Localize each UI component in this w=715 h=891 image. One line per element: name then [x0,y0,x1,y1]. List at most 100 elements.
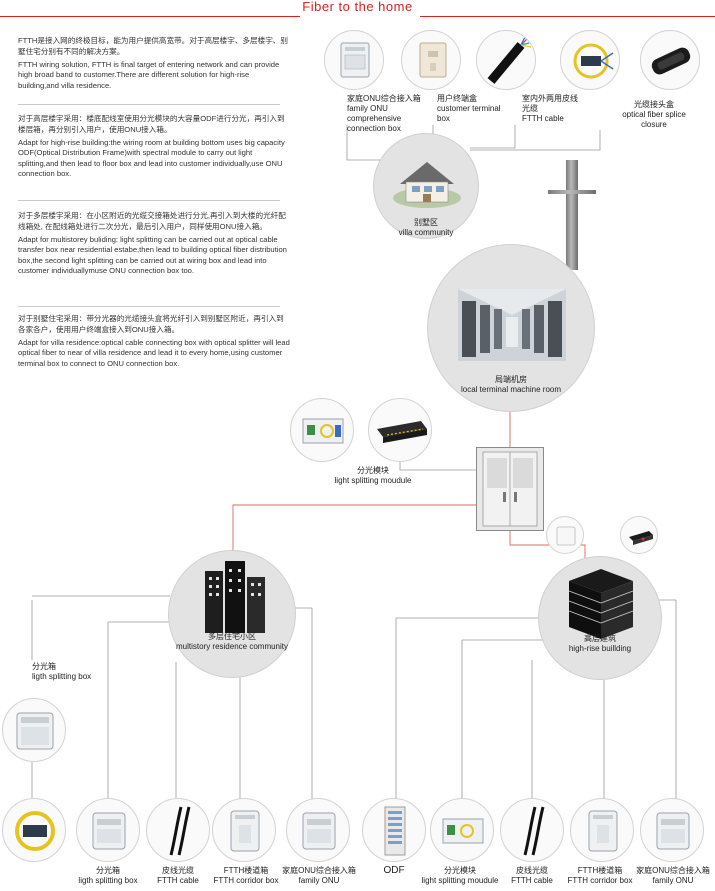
villa-house-icon [393,162,461,208]
rack-odf-icon [384,806,406,856]
bottom-odf-thumb [362,798,426,862]
cable-reel-icon [487,36,532,84]
multistory-cn: 多层住宅小区 [208,632,256,641]
onu-box-icon [340,42,370,78]
bottom-cable-thumb [146,798,210,862]
intro-en: FTTH wiring solution, FTTH is final targ… [18,60,280,90]
splice-closure-icon [651,47,691,75]
bottom-splitter-module-thumb [430,798,494,862]
bottom-label-en: FTTH corridor box [213,876,279,885]
multistory-cn: 对于多层楼宇采用：在小区附近的光缆交接箱处进行分光,再引入到大楼的光纤配线箱处,… [18,211,286,231]
splitting-module-cn: 分光模块 [357,466,389,475]
bottom-onu-thumb [286,798,350,862]
separator [18,306,280,307]
apartment-buildings-icon [205,561,265,633]
local-room-cn: 局端机房 [495,375,527,384]
highrise-block: 对于高层楼宇采用：楼底配线室使用分光模块的大容量ODF进行分光，再引入到楼层箱，… [18,114,290,179]
cable-label: 室内外两用皮线光缆 FTTH cable [522,94,582,124]
connector-line [346,125,388,161]
cable-reel-icon [169,806,191,856]
bottom-label: 分光箱 ligth splitting box [70,866,146,886]
villa-community-label: 别墅区 villa community [373,218,479,238]
onu-box-label: 家庭ONU综合接入箱 family ONU comprehensive conn… [347,94,439,134]
onu-box-icon [302,812,336,850]
bottom-onu-thumb-2 [640,798,704,862]
red-connector [509,530,586,560]
header-rule-right [420,16,715,17]
cabinet-box [476,447,544,531]
separator [18,104,280,105]
bottom-label-cn: 家庭ONU综合接入箱 [282,866,356,875]
terminal-box-icon [419,42,447,78]
header-rule-left [0,16,300,17]
local-room-en: local terminal machine room [460,385,562,394]
separator [18,200,280,201]
bottom-label: 家庭ONU综合接入箱 family ONU [632,866,714,886]
bottom-label: FTTH楼道箱 FTTH corridor box [560,866,640,886]
bottom-label-cn: 皮线光缆 [516,866,548,875]
terminal-box-thumb [401,30,461,90]
cable-label-en: FTTH cable [522,114,564,123]
bottom-label: FTTH楼道箱 FTTH corridor box [206,866,286,886]
onu-box-label-en: family ONU comprehensive connection box [347,104,402,133]
highrise-en: high-rise buillding [568,644,632,653]
connector-line [470,130,601,151]
bottom-label-en: FTTH cable [511,876,553,885]
onu-mini-thumb [546,516,584,554]
splitting-module-en: light splitting moudule [334,476,412,485]
onu-box-thumb [324,30,384,90]
router-thumb [620,516,658,554]
villa-community-cn: 别墅区 [414,218,438,227]
connector-line [470,125,516,149]
closure-label-en: optical fiber splice closure [622,110,686,129]
cable-reel-thumb [476,30,536,90]
multistory-block: 对于多层楼宇采用：在小区附近的光缆交接箱处进行分光,再引入到大楼的光纤配线箱处,… [18,211,290,276]
cabinet-icon [588,810,618,852]
bottom-label-en: FTTH cable [157,876,199,885]
villa-en: Adapt for villa residence:optical cable … [18,338,290,368]
multistory-circle [168,550,296,678]
villa-cn: 对于别墅住宅采用：带分光器的光缆接头盒将光纤引入到别墅区附近，再引入到各家各户，… [18,314,284,334]
local-room-label: 局端机房 local terminal machine room [451,375,571,395]
onu-box-icon [656,812,690,850]
local-room-circle [427,244,595,412]
pole-crossarm [548,190,596,194]
utility-pole [566,160,578,270]
onu-box-icon [556,526,576,546]
bottom-label-cn: 分光模块 [444,866,476,875]
intro-block: FTTH是接入网的终极目标，能为用户提供高宽带。对于高层楼宇、多层楼宇、别墅住宅… [18,36,290,91]
splitter-module-icon [442,818,484,844]
bottom-label-en: family ONU [652,876,694,885]
terminal-box-label: 用户终端盒 customer terminal box [437,94,515,124]
multistory-label: 多层住宅小区 multistory residence community [168,632,296,652]
split-box-cn: 分光箱 [32,662,56,671]
splitter-icon [573,43,614,79]
terminal-box-label-cn: 用户终端盒 [437,94,477,103]
splitter-module-icon [302,418,344,444]
onu-box-icon [92,812,126,850]
intro-cn: FTTH是接入网的终极目标，能为用户提供高宽带。对于高层楼宇、多层楼宇、别墅住宅… [18,36,288,56]
bottom-label-cn: FTTH楼道箱 [223,866,269,875]
closure-label-cn: 光缆接头盒 [634,100,674,109]
bottom-label-cn: 家庭ONU综合接入箱 [636,866,710,875]
highrise-cn: 对于高层楼宇采用：楼底配线室使用分光模块的大容量ODF进行分光，再引入到楼层箱，… [18,114,285,134]
rack-odf-thumb [368,398,432,462]
bottom-splitter-thumb [2,798,66,862]
onu-box-icon [16,712,54,750]
bottom-label: ODF [362,866,426,876]
bottom-corridor-box-thumb-2 [570,798,634,862]
split-box-thumb [2,698,66,762]
terminal-box-label-en: customer terminal box [437,104,501,123]
highrise-en: Adapt for high-rise building:the wiring … [18,138,285,178]
page-title: Fiber to the home [302,0,413,14]
highrise-cn: 高层建筑 [584,634,616,643]
splitter-thumb [560,30,620,90]
bottom-label-en: FTTH corridor box [567,876,633,885]
router-icon [629,531,653,545]
splitter-module-thumb [290,398,354,462]
bottom-split-box-thumb [76,798,140,862]
highrise-label: 高层建筑 high-rise buillding [538,634,662,654]
rack-odf-icon [377,421,427,443]
multistory-en: multistory residence community [175,642,289,651]
villa-block: 对于别墅住宅采用：带分光器的光缆接头盒将光纤引入到别墅区附近，再引入到各家各户，… [18,314,290,369]
